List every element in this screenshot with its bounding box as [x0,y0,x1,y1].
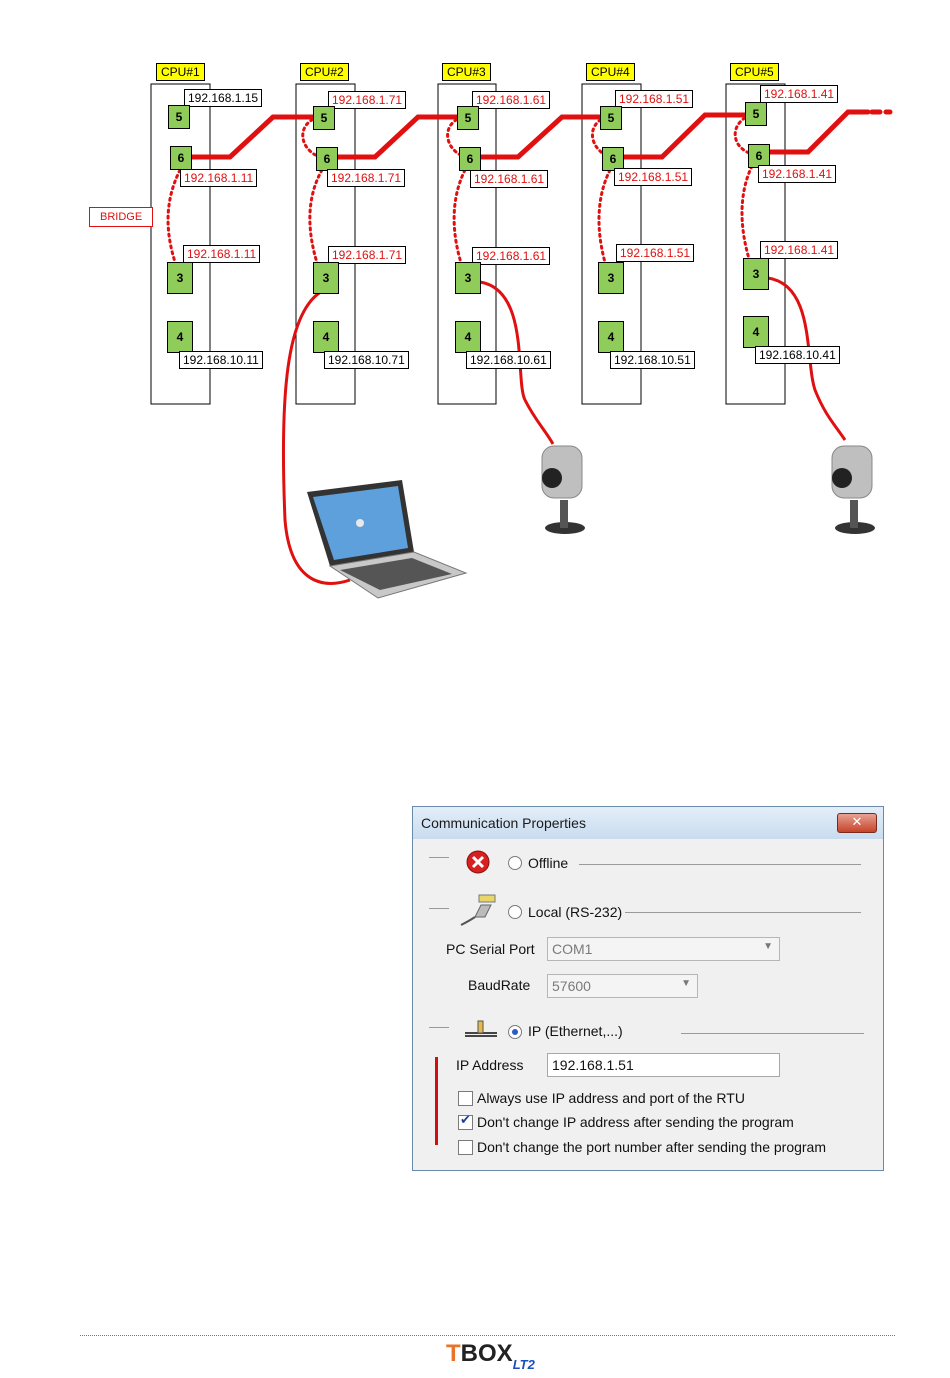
local-rs232-radio[interactable] [508,905,522,919]
dialog-titlebar[interactable]: Communication Properties ✕ [413,807,883,839]
local-left-rule [429,908,449,909]
cpu4-port4-ip: 192.168.10.51 [610,351,695,369]
cpu5-port5: 5 [745,102,767,126]
cpu3-port3: 3 [455,262,481,294]
chevron-down-icon: ▼ [681,978,691,989]
baudrate-label: BaudRate [468,977,531,993]
cpu5-port4-ip: 192.168.10.41 [755,346,840,364]
logo-box: BOX [460,1340,513,1367]
always-use-ip-label: Always use IP address and port of the RT… [477,1090,745,1106]
ip-right-rule [681,1033,864,1034]
camera-image-cpu5 [831,445,875,534]
serial-cable-icon [460,894,496,926]
cpu4-port3-ip: 192.168.1.51 [616,244,695,262]
ethernet-link [187,109,893,160]
bridge-label: BRIDGE [89,207,154,227]
cpu2-port4: 4 [313,321,339,353]
dialog-title: Communication Properties [421,815,586,831]
logo-lt2: LT2 [512,1357,535,1372]
cpu5-port5-ip: 192.168.1.41 [760,85,839,103]
ethernet-icon [465,1020,497,1037]
dont-change-port-checkbox[interactable] [458,1140,473,1155]
cpu2-port5-ip: 192.168.1.71 [328,91,407,109]
cpu3-port6: 6 [459,147,481,171]
cpu1-port5-ip: 192.168.1.15 [184,89,263,107]
dont-change-ip-checkbox[interactable] [458,1113,473,1130]
cpu1-port4-ip: 192.168.10.11 [179,351,263,369]
cpu2-port6-ip: 192.168.1.71 [327,169,406,187]
ip-ethernet-radio[interactable] [508,1025,522,1039]
cpu2-port3: 3 [313,262,339,294]
cpu1-port6: 6 [170,146,192,170]
device-cables [281,276,847,585]
cpu2-port3-ip: 192.168.1.71 [328,246,407,264]
cpu4-port4: 4 [598,321,624,353]
cpu3-label: CPU#3 [442,63,491,81]
cpu2-port6: 6 [316,147,338,171]
cpu1-label: CPU#1 [156,63,205,81]
camera-image-cpu3 [541,445,585,534]
cpu1-port3-ip: 192.168.1.11 [183,245,261,263]
cpu4-port3: 3 [598,262,624,294]
cpu1-port5: 5 [168,105,190,129]
footer-rule [80,1335,895,1336]
baudrate-value: 57600 [552,978,591,994]
laptop-image [307,480,468,599]
communication-properties-dialog: Communication Properties ✕ Offline Local… [412,806,884,1171]
local-rs232-label: Local (RS-232) [528,904,623,920]
serial-port-value: COM1 [552,941,593,957]
cpu5-port6-ip: 192.168.1.41 [758,165,837,183]
cpu3-port3-ip: 192.168.1.61 [472,247,551,265]
baudrate-select[interactable]: 57600 ▼ [547,974,698,998]
dont-change-port-label: Don't change the port number after sendi… [477,1139,826,1155]
cpu5-port4: 4 [743,316,769,348]
offline-right-rule [579,864,861,865]
chevron-down-icon: ▼ [763,941,773,952]
cpu4-port5: 5 [600,106,622,130]
ip-address-value: 192.168.1.51 [552,1057,634,1073]
ip-ethernet-label: IP (Ethernet,...) [528,1023,623,1039]
cpu5-label: CPU#5 [730,63,779,81]
cpu4-label: CPU#4 [586,63,635,81]
offline-icon [466,850,490,874]
cpu2-port4-ip: 192.168.10.71 [324,351,409,369]
cpu3-port4-ip: 192.168.10.61 [466,351,551,369]
always-use-ip-checkbox[interactable] [458,1091,473,1106]
cpu3-port6-ip: 192.168.1.61 [470,170,549,188]
tbox-logo: TBOXLT2 [446,1340,535,1372]
cpu2-label: CPU#2 [300,63,349,81]
cpu4-port6: 6 [602,147,624,171]
cpu4-port6-ip: 192.168.1.51 [614,168,693,186]
logo-t: T [446,1340,461,1367]
offline-radio[interactable] [508,856,522,870]
ip-left-rule [429,1027,449,1028]
cpu4-port5-ip: 192.168.1.51 [615,90,694,108]
offline-left-rule [429,857,449,858]
serial-port-select[interactable]: COM1 ▼ [547,937,780,961]
cpu3-port5: 5 [457,106,479,130]
serial-port-label: PC Serial Port [446,941,535,957]
cpu5-port3-ip: 192.168.1.41 [760,241,839,259]
close-button[interactable]: ✕ [837,813,877,833]
dont-change-ip-label: Don't change IP address after sending th… [477,1114,794,1130]
ip-address-label: IP Address [456,1057,524,1073]
ip-address-input[interactable]: 192.168.1.51 [547,1053,780,1077]
cpu1-port3: 3 [167,262,193,294]
local-right-rule [625,912,861,913]
cpu5-port3: 3 [743,258,769,290]
offline-label: Offline [528,855,569,871]
cpu1-port6-ip: 192.168.1.11 [180,169,258,187]
cpu1-port4: 4 [167,321,193,353]
cpu2-port5: 5 [313,106,335,130]
ip-section-marker [435,1057,438,1145]
cpu3-port5-ip: 192.168.1.61 [472,91,551,109]
cpu3-port4: 4 [455,321,481,353]
